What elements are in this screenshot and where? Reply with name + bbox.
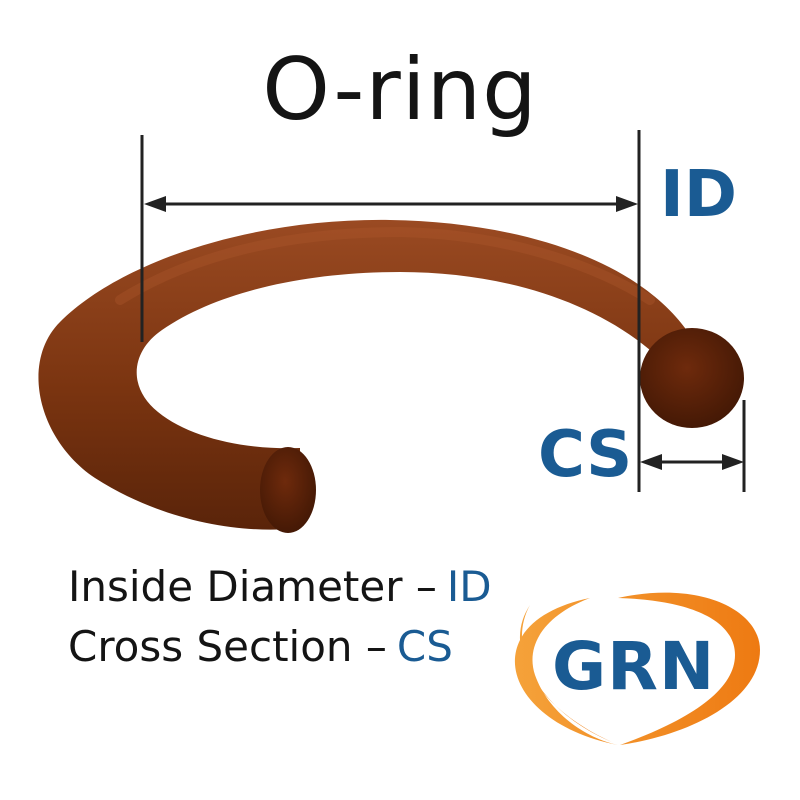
legend-text: Inside Diameter –: [68, 562, 437, 611]
id-dimension-label: ID: [660, 158, 737, 232]
diagram-title: O-ring: [262, 40, 538, 140]
logo-swoosh: [519, 605, 612, 742]
o-ring-highlight: [115, 226, 655, 305]
grn-logo: GRN: [552, 628, 716, 705]
legend-cross-section: Cross Section –CS: [68, 622, 453, 671]
o-ring-body: [38, 219, 691, 530]
id-arrow-right: [616, 196, 638, 212]
id-arrow-left: [144, 196, 166, 212]
o-ring-end-right: [640, 328, 744, 428]
legend-abbr: CS: [396, 622, 453, 671]
legend-abbr: ID: [446, 562, 492, 611]
legend-inside-diameter: Inside Diameter –ID: [68, 562, 492, 611]
cs-dimension-label: CS: [538, 418, 633, 492]
o-ring-end-bottom: [260, 447, 316, 533]
legend-text: Cross Section –: [68, 622, 387, 671]
cs-arrow-left: [640, 454, 662, 470]
cs-arrow-right: [722, 454, 744, 470]
